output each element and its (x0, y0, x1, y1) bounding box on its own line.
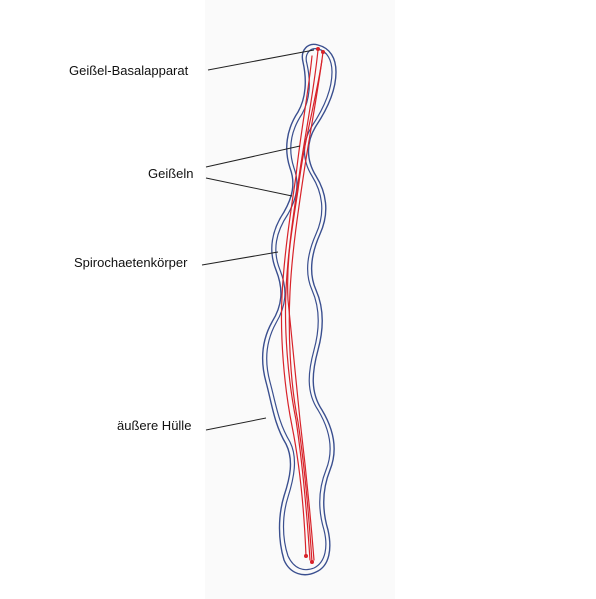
flagella-bundle (280, 49, 324, 563)
basal-bodies (304, 47, 325, 564)
flagellum-3 (280, 55, 313, 557)
flagellum-1 (284, 49, 319, 561)
label-outer-sheath: äußere Hülle (117, 418, 192, 433)
basal-body-bottom-1 (304, 554, 308, 558)
leader-outer-sheath (205, 417, 267, 431)
basal-body-top-2 (321, 50, 325, 54)
label-spirochete-body: Spirochaetenkörper (74, 255, 188, 270)
outer-sheath-outline (261, 43, 337, 576)
label-basal-apparatus: Geißel-Basalapparat (69, 63, 189, 78)
leader-flagella-lower (205, 177, 293, 197)
leader-basal-apparatus (207, 49, 315, 71)
paper-background (205, 0, 395, 599)
basal-body-bottom-2 (310, 560, 314, 564)
inner-sheath-outline (266, 48, 333, 571)
leader-lines (201, 49, 315, 431)
basal-body-top-1 (316, 47, 320, 51)
leader-body (201, 251, 279, 266)
flagellum-4 (287, 59, 323, 561)
label-flagella: Geißeln (148, 166, 194, 181)
flagellum-2 (288, 51, 324, 563)
leader-flagella-upper (205, 145, 301, 168)
